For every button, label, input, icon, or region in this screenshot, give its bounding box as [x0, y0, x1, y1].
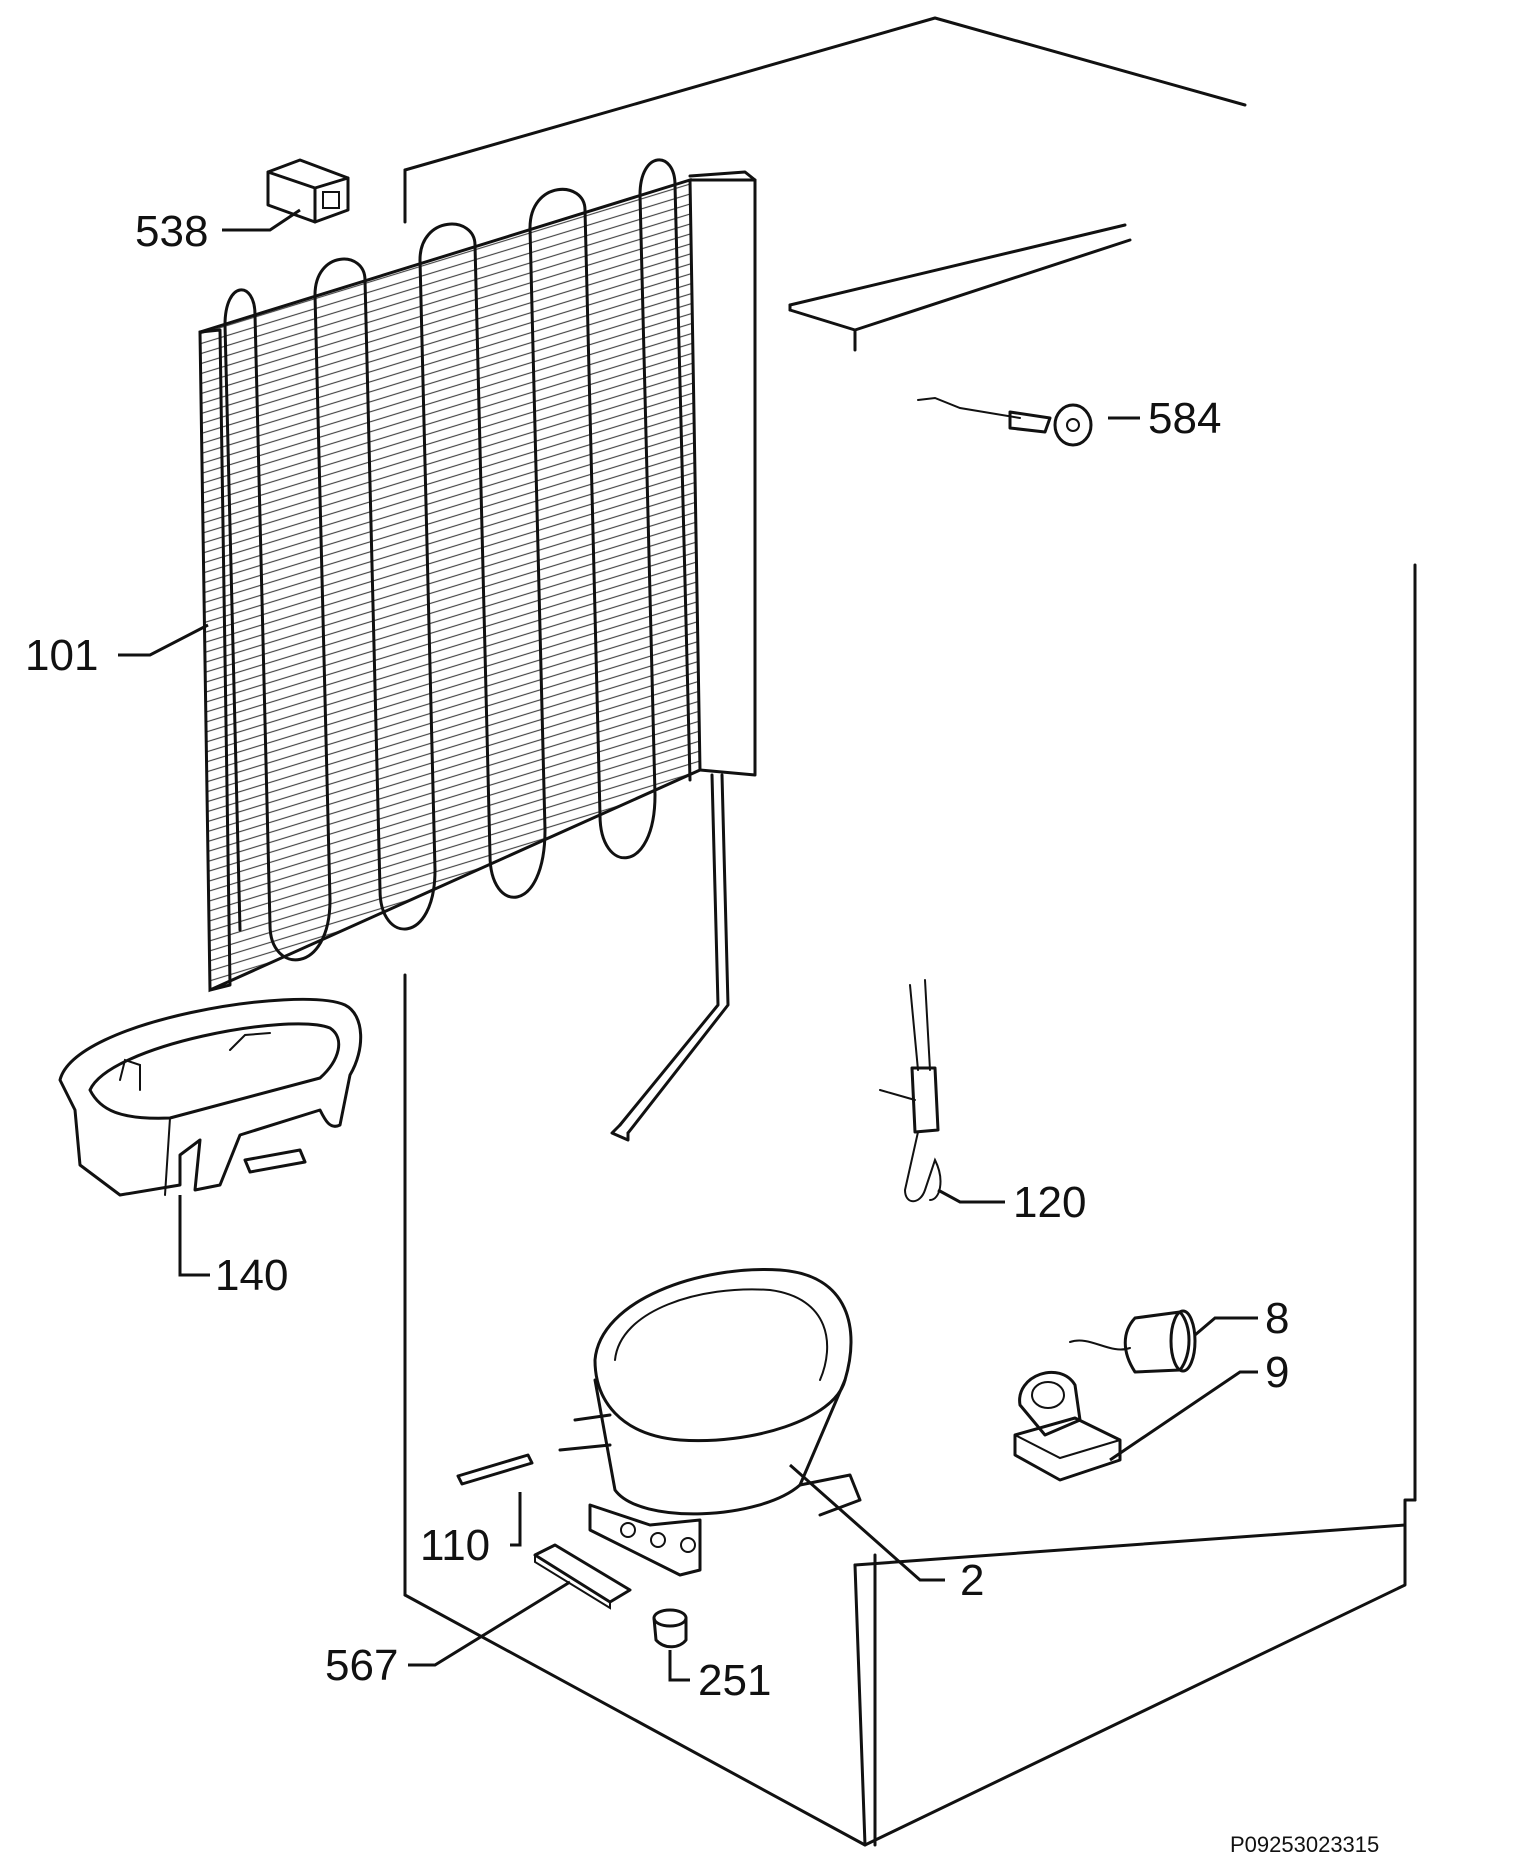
callout-120: 120 — [1013, 1178, 1086, 1227]
part-9-clip[interactable] — [1013, 1370, 1122, 1482]
callout-251: 251 — [698, 1656, 771, 1705]
part-251-grommet[interactable] — [652, 1608, 688, 1649]
callout-110: 110 — [420, 1521, 490, 1570]
part-140-drip-tray[interactable] — [58, 997, 363, 1197]
part-120-connector[interactable] — [879, 979, 942, 1203]
drawing-code: P09253023315 — [1230, 1832, 1379, 1857]
callout-101: 101 — [25, 631, 98, 680]
part-2-compressor[interactable] — [558, 1268, 862, 1577]
callout-9: 9 — [1265, 1348, 1289, 1397]
callout-538: 538 — [135, 207, 208, 256]
leader-lines — [118, 208, 1258, 1682]
part-110-pin[interactable] — [456, 1453, 534, 1486]
callout-2: 2 — [960, 1556, 984, 1605]
cabinet-body — [403, 16, 1417, 1847]
part-538-plug[interactable] — [266, 158, 350, 224]
callout-567: 567 — [325, 1641, 398, 1690]
part-101-condenser[interactable] — [198, 158, 757, 1142]
part-8-relay[interactable] — [1069, 1309, 1197, 1374]
callout-140: 140 — [215, 1251, 288, 1300]
callout-8: 8 — [1265, 1294, 1289, 1343]
part-584-sensor[interactable] — [917, 396, 1093, 447]
part-567-plate[interactable] — [533, 1543, 632, 1610]
callout-584: 584 — [1148, 394, 1221, 443]
